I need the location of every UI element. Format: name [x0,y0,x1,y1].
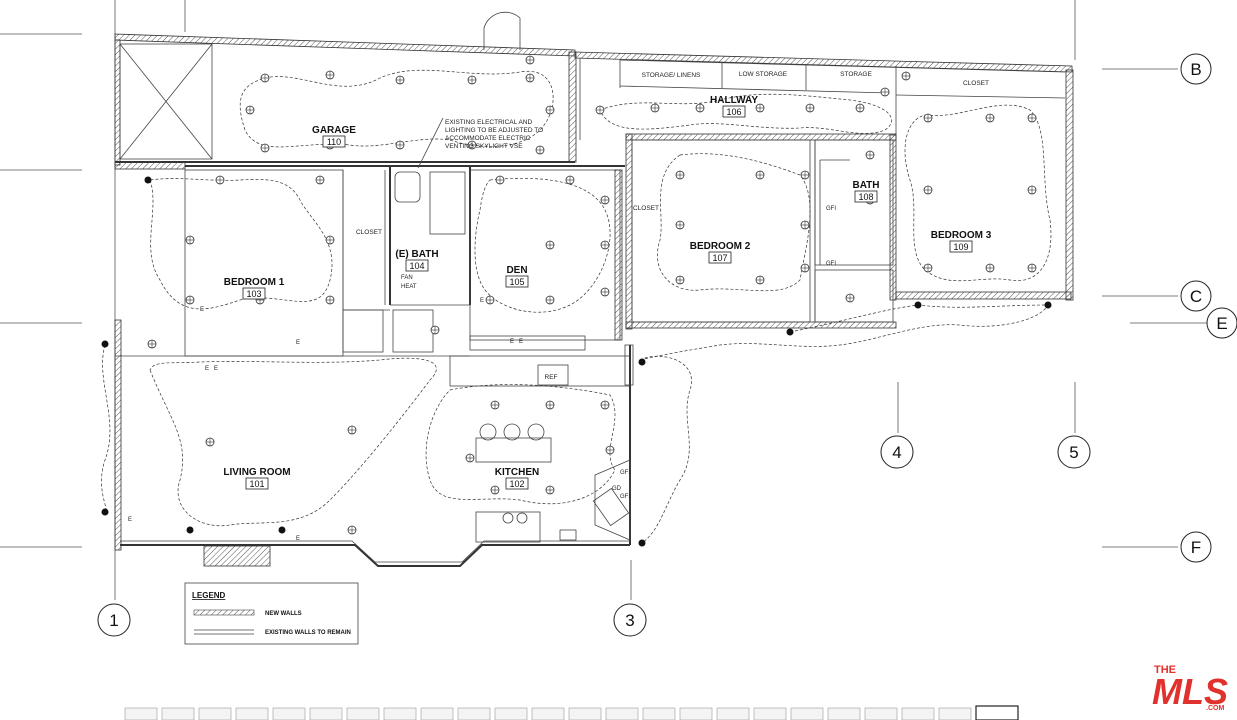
label-gfi-bath-1: GFI [826,206,836,212]
legend-new-walls: NEW WALLS [265,611,302,617]
room-number-kitchen: 102 [509,479,524,489]
label-gd: GD [612,486,622,492]
room-garage: GARAGE 110 [312,125,356,148]
room-number-e-bath: 104 [409,261,424,271]
label-e-counter-1: E [510,339,514,345]
label-heat: HEAT [401,284,417,290]
room-name-bedroom-3: BEDROOM 3 [931,230,992,241]
svg-text:.COM: .COM [1206,705,1224,712]
walls [114,11,1074,567]
label-e-hall-1: E [205,366,209,372]
label-gfi-bath-2: GFI [826,261,836,267]
label-gfi-kitchen-2: GFI [620,494,630,500]
label-e-living: E [128,517,132,523]
room-number-bedroom-1: 103 [246,289,261,299]
label-fan: FAN [401,275,413,281]
label-e-counter-2: E [519,339,523,345]
room-bedroom-3: BEDROOM 3 109 [931,230,992,253]
room-number-garage: 110 [327,137,341,147]
grid-label-5: 5 [1069,443,1078,462]
room-e-bath: (E) BATH 104 [395,249,439,272]
room-den: DEN 105 [505,265,529,288]
room-hallway: HALLWAY 106 [710,95,758,118]
grid-label-4: 4 [892,443,901,462]
room-number-bedroom-2: 107 [712,253,727,263]
room-number-hallway: 106 [726,107,741,117]
room-bath: BATH 108 [852,180,880,203]
note-line-1: EXISTING ELECTRICAL AND [445,119,532,126]
room-number-den: 105 [509,277,524,287]
grid-lines [0,0,1207,600]
label-low-storage: LOW STORAGE [739,71,788,78]
room-number-living-room: 101 [249,479,264,489]
grid-label-1: 1 [109,611,118,630]
label-e-living-2: E [296,536,300,542]
room-kitchen: KITCHEN 102 [495,467,539,490]
legend-title: LEGEND [192,591,226,600]
room-name-hallway: HALLWAY [710,95,758,106]
label-closet-bedroom-1: CLOSET [356,229,382,236]
room-name-e-bath: (E) BATH [395,249,438,260]
grid-bubbles: B C E F 1 3 4 5 [97,53,1237,637]
grid-label-e: E [1216,314,1227,333]
room-number-bedroom-3: 109 [953,242,968,252]
room-bedroom-1: BEDROOM 1 103 [224,277,285,300]
room-name-garage: GARAGE [312,125,356,136]
svg-text:THE: THE [1154,664,1176,676]
room-name-bath: BATH [852,180,879,191]
room-name-bedroom-1: BEDROOM 1 [224,277,285,288]
room-name-den: DEN [506,265,527,276]
minor-labels: STORAGE/ LINENS LOW STORAGE STORAGE CLOS… [128,71,989,542]
label-closet-bedroom-2: CLOSET [633,205,659,212]
room-name-living-room: LIVING ROOM [223,467,290,478]
note-line-2: LIGHTING TO BE ADJUSTED TO [445,127,543,134]
note-line-4: VENTING SKYLIGHT VSE [445,143,523,150]
label-closet-bedroom-3: CLOSET [963,80,989,87]
label-e-hall-3: E [296,340,300,346]
room-bedroom-2: BEDROOM 2 107 [690,241,751,264]
label-e-bedroom-1: E [200,307,204,313]
legend-existing-walls: EXISTING WALLS TO REMAIN [265,630,351,636]
room-living-room: LIVING ROOM 101 [223,467,291,490]
sheet-thumbnails [124,705,1019,720]
room-name-kitchen: KITCHEN [495,467,539,478]
mls-logo: THE MLS .COM [1152,664,1228,712]
grid-label-f: F [1191,538,1201,557]
label-e-den: E [480,298,484,304]
label-gfi-kitchen-1: GFI [620,470,630,476]
room-name-bedroom-2: BEDROOM 2 [690,241,751,252]
grid-label-3: 3 [625,611,634,630]
label-e-hall-2: E [214,366,218,372]
note-line-3: ACCOMMODATE ELECTRIC [445,135,531,142]
room-number-bath: 108 [858,192,873,202]
legend: LEGEND NEW WALLS EXISTING WALLS TO REMAI… [184,582,359,645]
label-storage: STORAGE [840,71,872,78]
grid-label-b: B [1190,60,1201,79]
grid-label-c: C [1190,287,1202,306]
svg-text:MLS: MLS [1152,671,1228,712]
label-ref: REF [545,374,558,381]
label-storage-linens: STORAGE/ LINENS [642,72,701,79]
